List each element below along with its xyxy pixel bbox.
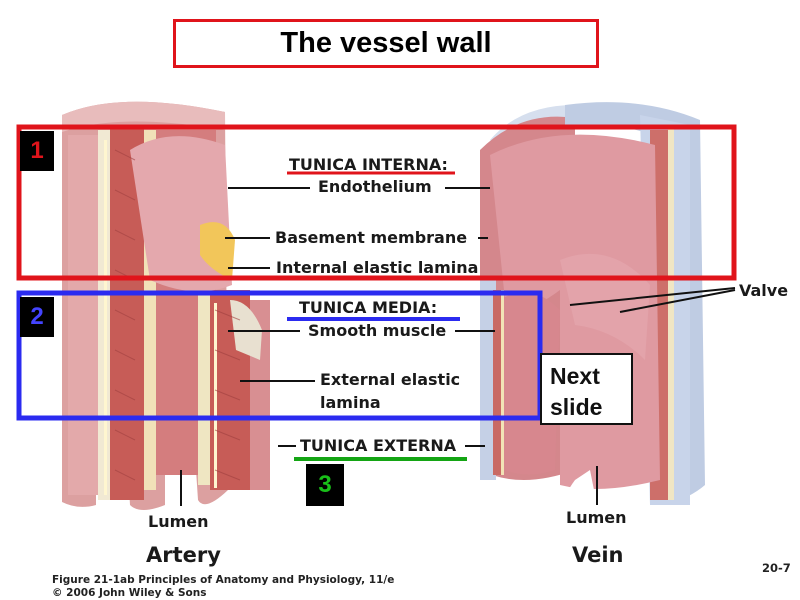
valve-label: Valve — [739, 281, 789, 300]
tunica-interna-label: TUNICA INTERNA: — [289, 155, 448, 174]
artery-lumen-label: Lumen — [148, 512, 209, 531]
page-title: The vessel wall — [280, 27, 492, 59]
title-box: The vessel wall — [173, 19, 599, 68]
artery-illustration — [62, 101, 270, 511]
badge-two: 2 — [20, 297, 54, 337]
next-slide-line1: Next — [550, 363, 600, 389]
basement-membrane-label: Basement membrane — [275, 228, 468, 247]
artery-title: Artery — [146, 543, 221, 567]
figure-caption-line1: Figure 21-1ab Principles of Anatomy and … — [52, 574, 395, 586]
tunica-interna-highlight-box — [16, 124, 737, 281]
vein-illustration — [480, 102, 705, 520]
page-number: 20-7 — [762, 561, 791, 575]
vein-lumen-label: Lumen — [566, 508, 627, 527]
external-elastic-label-line2: lamina — [320, 393, 381, 412]
tunica-media-label: TUNICA MEDIA: — [299, 298, 438, 317]
badge-one: 1 — [20, 131, 54, 171]
next-slide-line2: slide — [550, 394, 603, 420]
next-slide-button[interactable]: Next slide — [540, 353, 633, 425]
endothelium-label: Endothelium — [318, 177, 432, 196]
figure-caption-line2: © 2006 John Wiley & Sons — [52, 587, 207, 599]
tunica-externa-label: TUNICA EXTERNA — [300, 436, 457, 455]
smooth-muscle-label: Smooth muscle — [308, 321, 447, 340]
badge-three: 3 — [306, 464, 344, 506]
internal-elastic-lamina-label: Internal elastic lamina — [276, 258, 479, 277]
vein-title: Vein — [572, 543, 624, 567]
external-elastic-label-line1: External elastic — [320, 370, 461, 389]
leader-lines — [180, 187, 736, 506]
